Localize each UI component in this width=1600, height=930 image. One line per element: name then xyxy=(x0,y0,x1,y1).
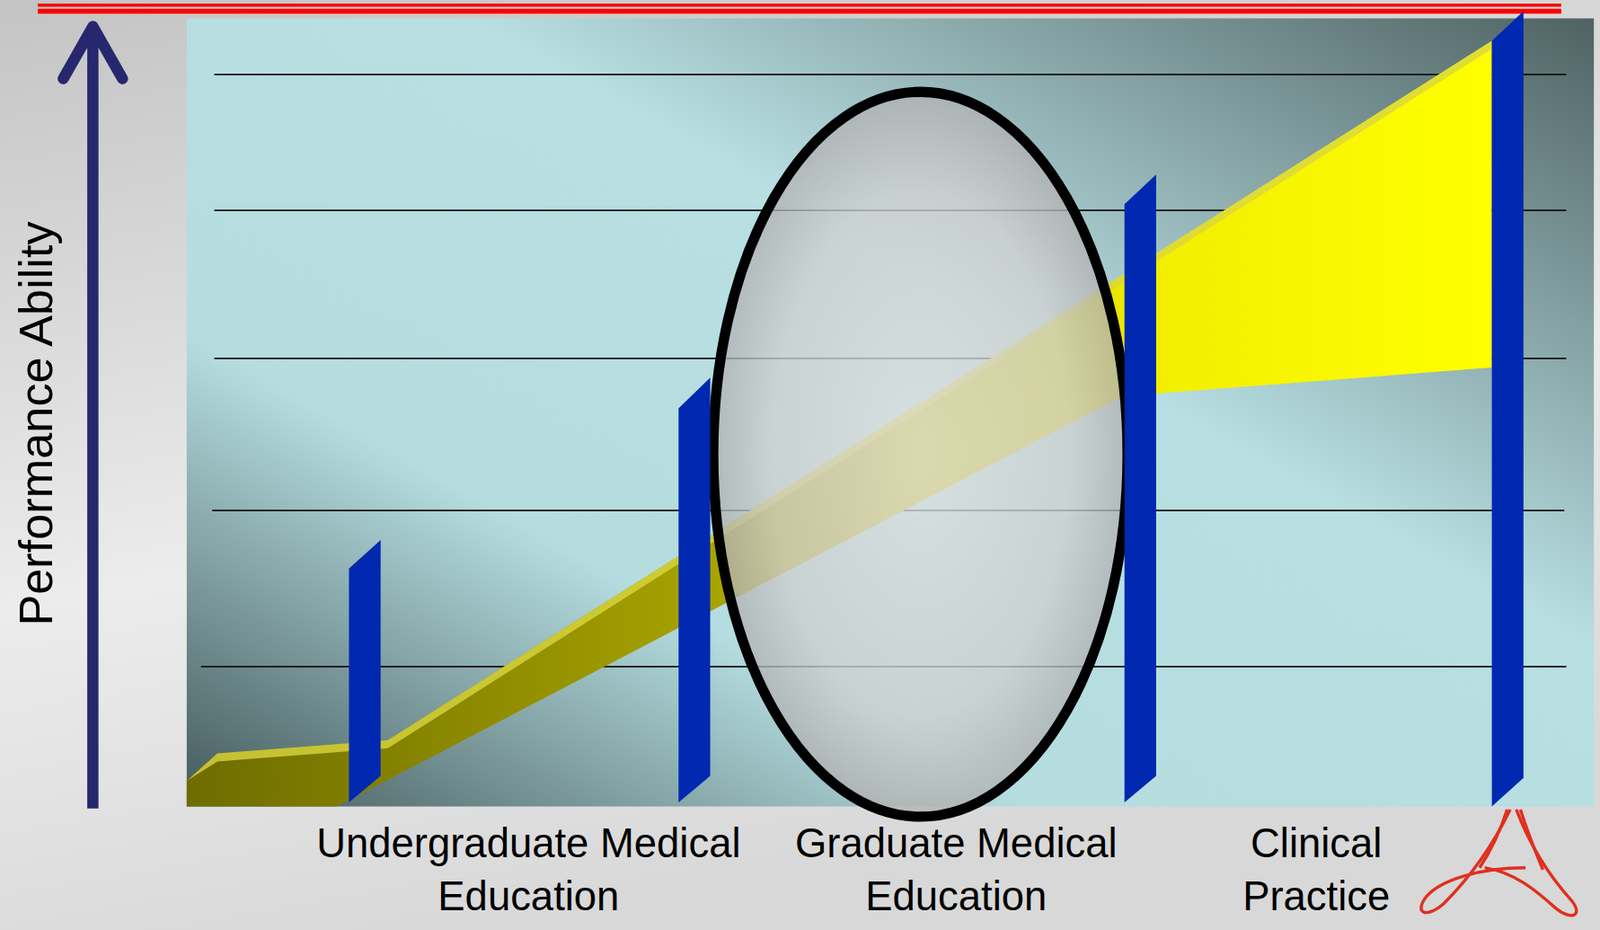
phase-label: Undergraduate Medical Education xyxy=(314,816,743,923)
axis-arrow xyxy=(62,26,123,809)
top-rule xyxy=(37,8,1562,15)
phase-label: Graduate Medical Education xyxy=(742,816,1171,923)
axis-title: Performance Ability xyxy=(9,66,62,781)
phase-label: Clinical Practice xyxy=(1193,816,1440,923)
focus-ellipse xyxy=(713,91,1128,817)
logo-ribbon xyxy=(1421,809,1577,916)
top-rule xyxy=(37,3,1562,7)
milestone-bars xyxy=(348,10,1523,806)
